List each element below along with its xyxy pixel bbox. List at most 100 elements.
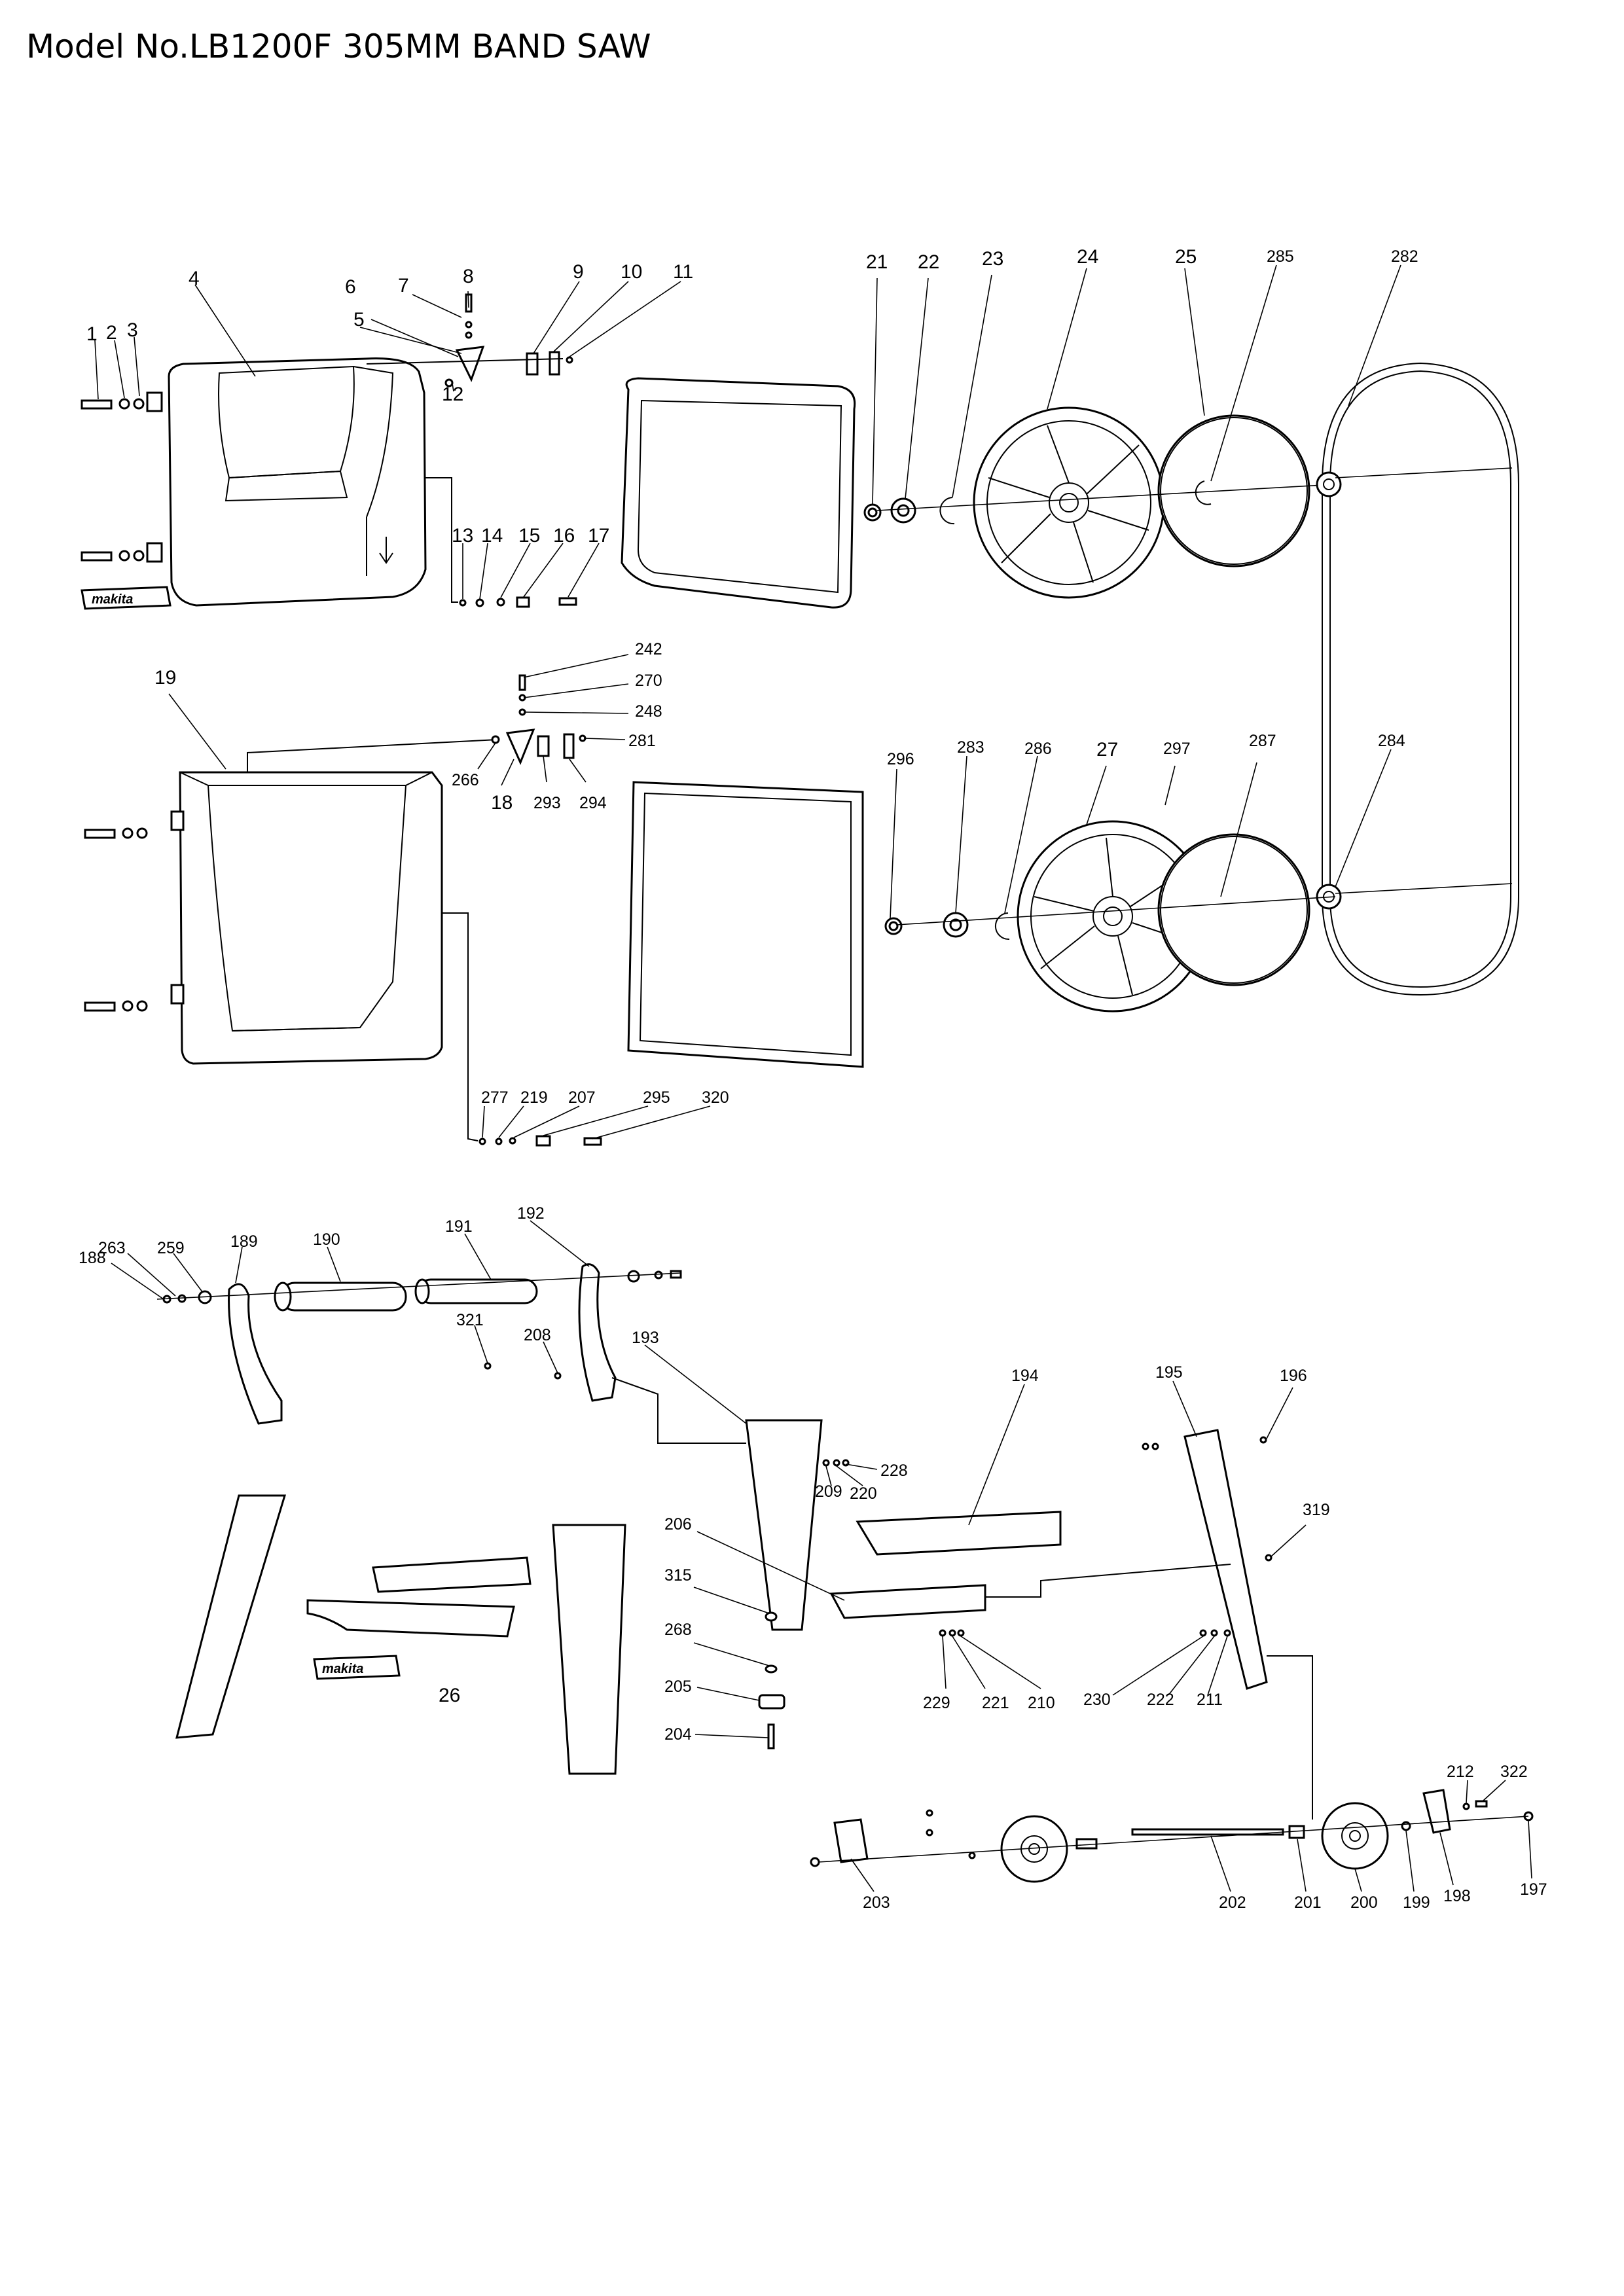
label-212: 212 [1447,1763,1474,1781]
stand-legs-and-braces [745,1419,1272,1749]
label-319: 319 [1303,1501,1330,1519]
label-228: 228 [880,1462,908,1480]
label-219: 219 [520,1088,548,1107]
label-194: 194 [1011,1367,1039,1385]
label-4: 4 [189,268,200,289]
label-10: 10 [621,261,642,283]
makita-badge-upper: makita [81,586,171,610]
label-277: 277 [481,1088,509,1107]
label-5: 5 [353,309,365,331]
label-205: 205 [664,1677,692,1696]
lower-window [627,781,864,1068]
label-195: 195 [1155,1363,1183,1382]
hinge-bolts-upper [81,398,145,562]
label-211: 211 [1197,1691,1223,1709]
label-14: 14 [481,525,503,547]
label-283: 283 [957,738,984,757]
label-266: 266 [452,771,479,789]
label-192: 192 [517,1204,545,1223]
label-296: 296 [887,750,914,768]
label-248: 248 [635,702,662,721]
label-26: 26 [439,1685,460,1706]
label-221: 221 [982,1694,1009,1712]
stand-top-rails [156,1263,746,1444]
label-23: 23 [982,248,1003,270]
label-322: 322 [1500,1763,1528,1781]
label-321: 321 [456,1311,484,1329]
label-263: 263 [98,1239,126,1257]
label-209: 209 [815,1482,842,1501]
label-286: 286 [1024,740,1052,758]
label-6: 6 [345,276,356,298]
label-24: 24 [1077,246,1098,268]
wheel-kit [810,1655,1534,1883]
label-18: 18 [491,792,513,814]
label-204: 204 [664,1725,692,1744]
makita-logo-text: makita [92,592,133,607]
label-284: 284 [1378,732,1405,750]
label-270: 270 [635,672,662,690]
lower-door [84,739,498,1065]
label-15: 15 [518,525,540,547]
loose-parts-left: makita [175,1494,626,1775]
label-196: 196 [1280,1367,1307,1385]
label-203: 203 [863,1893,890,1912]
label-320: 320 [702,1088,729,1107]
label-188: 188 [79,1249,106,1267]
label-13: 13 [452,525,473,547]
label-17: 17 [588,525,609,547]
label-191: 191 [445,1217,473,1236]
lower-knob-assembly [491,674,586,765]
part-number-labels: 1 2 3 4 5 6 7 8 9 10 11 12 13 14 15 16 1… [79,246,1547,1912]
latch-screws-upper [425,477,577,608]
label-285: 285 [1267,247,1294,266]
label-297: 297 [1163,740,1191,758]
upper-window [621,377,856,609]
label-287: 287 [1249,732,1276,750]
label-12: 12 [442,384,463,405]
label-1: 1 [86,323,98,345]
latch-screws-lower [442,912,602,1147]
upper-door: makita [81,357,427,610]
label-206: 206 [664,1515,692,1534]
label-200: 200 [1350,1893,1378,1912]
label-9: 9 [573,261,584,283]
label-199: 199 [1403,1893,1430,1912]
label-2: 2 [106,322,117,344]
label-281: 281 [628,732,656,750]
label-295: 295 [643,1088,670,1107]
label-8: 8 [463,266,474,287]
label-210: 210 [1028,1694,1055,1712]
label-242: 242 [635,640,662,658]
label-25: 25 [1175,246,1197,268]
label-208: 208 [524,1326,551,1344]
lower-wheel-assembly [884,820,1336,1013]
label-19: 19 [154,667,176,689]
label-207: 207 [568,1088,596,1107]
label-27: 27 [1096,739,1118,761]
label-7: 7 [398,275,409,296]
leader-lines [94,264,1532,1892]
label-294: 294 [579,794,607,812]
label-293: 293 [533,794,561,812]
page-title: Model No.LB1200F 305MM BAND SAW [26,27,651,65]
makita-logo-text-lower: makita [322,1662,363,1676]
label-190: 190 [313,1230,340,1249]
label-3: 3 [127,319,138,341]
label-222: 222 [1147,1691,1174,1709]
label-201: 201 [1294,1893,1322,1912]
label-193: 193 [632,1329,659,1347]
label-21: 21 [866,251,888,273]
label-268: 268 [664,1621,692,1639]
label-229: 229 [923,1694,950,1712]
label-259: 259 [157,1239,185,1257]
label-282: 282 [1391,247,1418,266]
label-230: 230 [1083,1691,1111,1709]
label-189: 189 [230,1232,258,1251]
label-202: 202 [1219,1893,1246,1912]
label-16: 16 [553,525,575,547]
label-197: 197 [1520,1880,1547,1899]
label-11: 11 [673,261,693,283]
band-saw-blade [1316,362,1519,996]
